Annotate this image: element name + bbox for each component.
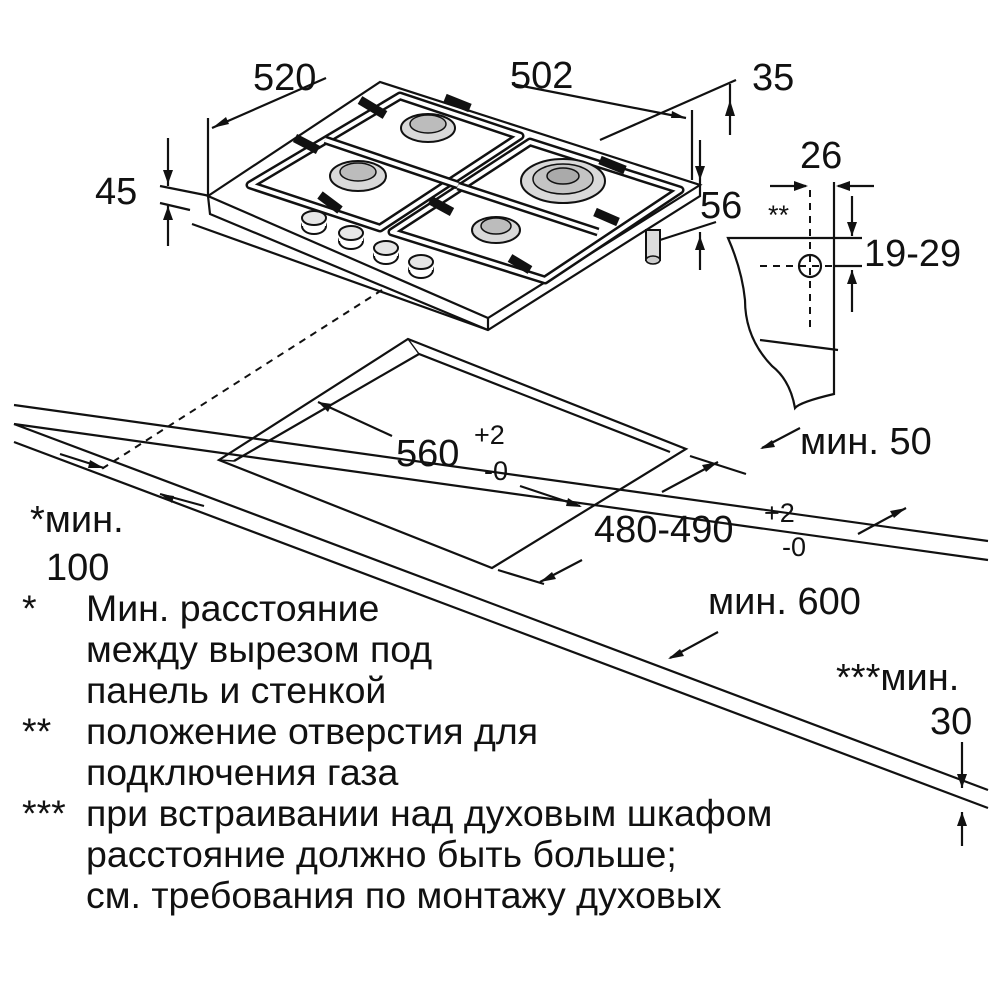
footnote-triple-star: *** при встраивании над духовым шкафом р… [22,793,982,916]
cutout [216,337,689,570]
dimension-labels: 520 502 35 45 56 26 ** 19-29 560 +2 -0 4… [30,55,972,743]
label-min-600: мин. 600 [708,581,861,623]
footnote-line: положение отверстия для [86,710,539,752]
footnote-line: расстояние должно быть больше; [86,833,677,875]
label-480-490-tol-minus: -0 [782,532,806,562]
label-560-tol-plus: +2 [474,420,505,450]
burner-front-left [329,160,387,192]
footnote-mark: ** [22,710,52,752]
label-502: 502 [510,55,573,97]
burner-wok [520,158,606,204]
footnote-mark: *** [22,792,66,834]
grates [245,91,685,285]
label-min-30-line2: 30 [930,701,972,743]
label-480-490: 480-490 [594,509,733,551]
footnote-double-star: ** положение отверстия для подключения г… [22,711,982,793]
label-min-30-line1: ***мин. [836,657,959,699]
footnote-line: при встраивании над духовым шкафом [86,792,773,834]
label-520: 520 [253,57,316,99]
footnote-mark: * [22,587,37,629]
label-min-50: мин. 50 [800,421,932,463]
label-45: 45 [95,171,137,213]
label-min-100-line1: *мин. [30,499,124,541]
burner-rear-left [400,113,456,143]
footnote-line: подключения газа [86,751,399,793]
burner-front-right [471,216,521,244]
gas-connection-detail [726,181,874,411]
hob [191,80,703,332]
footnote-line: панель и стенкой [86,669,387,711]
footnotes: * Мин. расстояние между вырезом под пане… [22,588,982,916]
label-560: 560 [396,433,459,475]
gas-connector [645,229,661,265]
cutout-dimension-lines [59,401,967,846]
hob-dimension-lines [159,76,737,270]
label-26: 26 [800,135,842,177]
worktop [13,403,989,810]
footnote-line: между вырезом под [86,628,433,670]
label-560-tol-minus: -0 [484,456,508,486]
label-56: 56 [700,185,742,227]
footnote-single-star: * Мин. расстояние между вырезом под пане… [22,588,982,711]
label-gas-marker: ** [768,200,790,230]
label-35: 35 [752,57,794,99]
footnote-line: см. требования по монтажу духовых [86,874,722,916]
label-480-490-tol-plus: +2 [764,498,795,528]
projection-line [99,289,383,471]
control-knobs [301,210,434,279]
footnote-line: Мин. расстояние [86,587,380,629]
label-min-100-line2: 100 [46,547,109,589]
label-19-29: 19-29 [864,233,961,275]
